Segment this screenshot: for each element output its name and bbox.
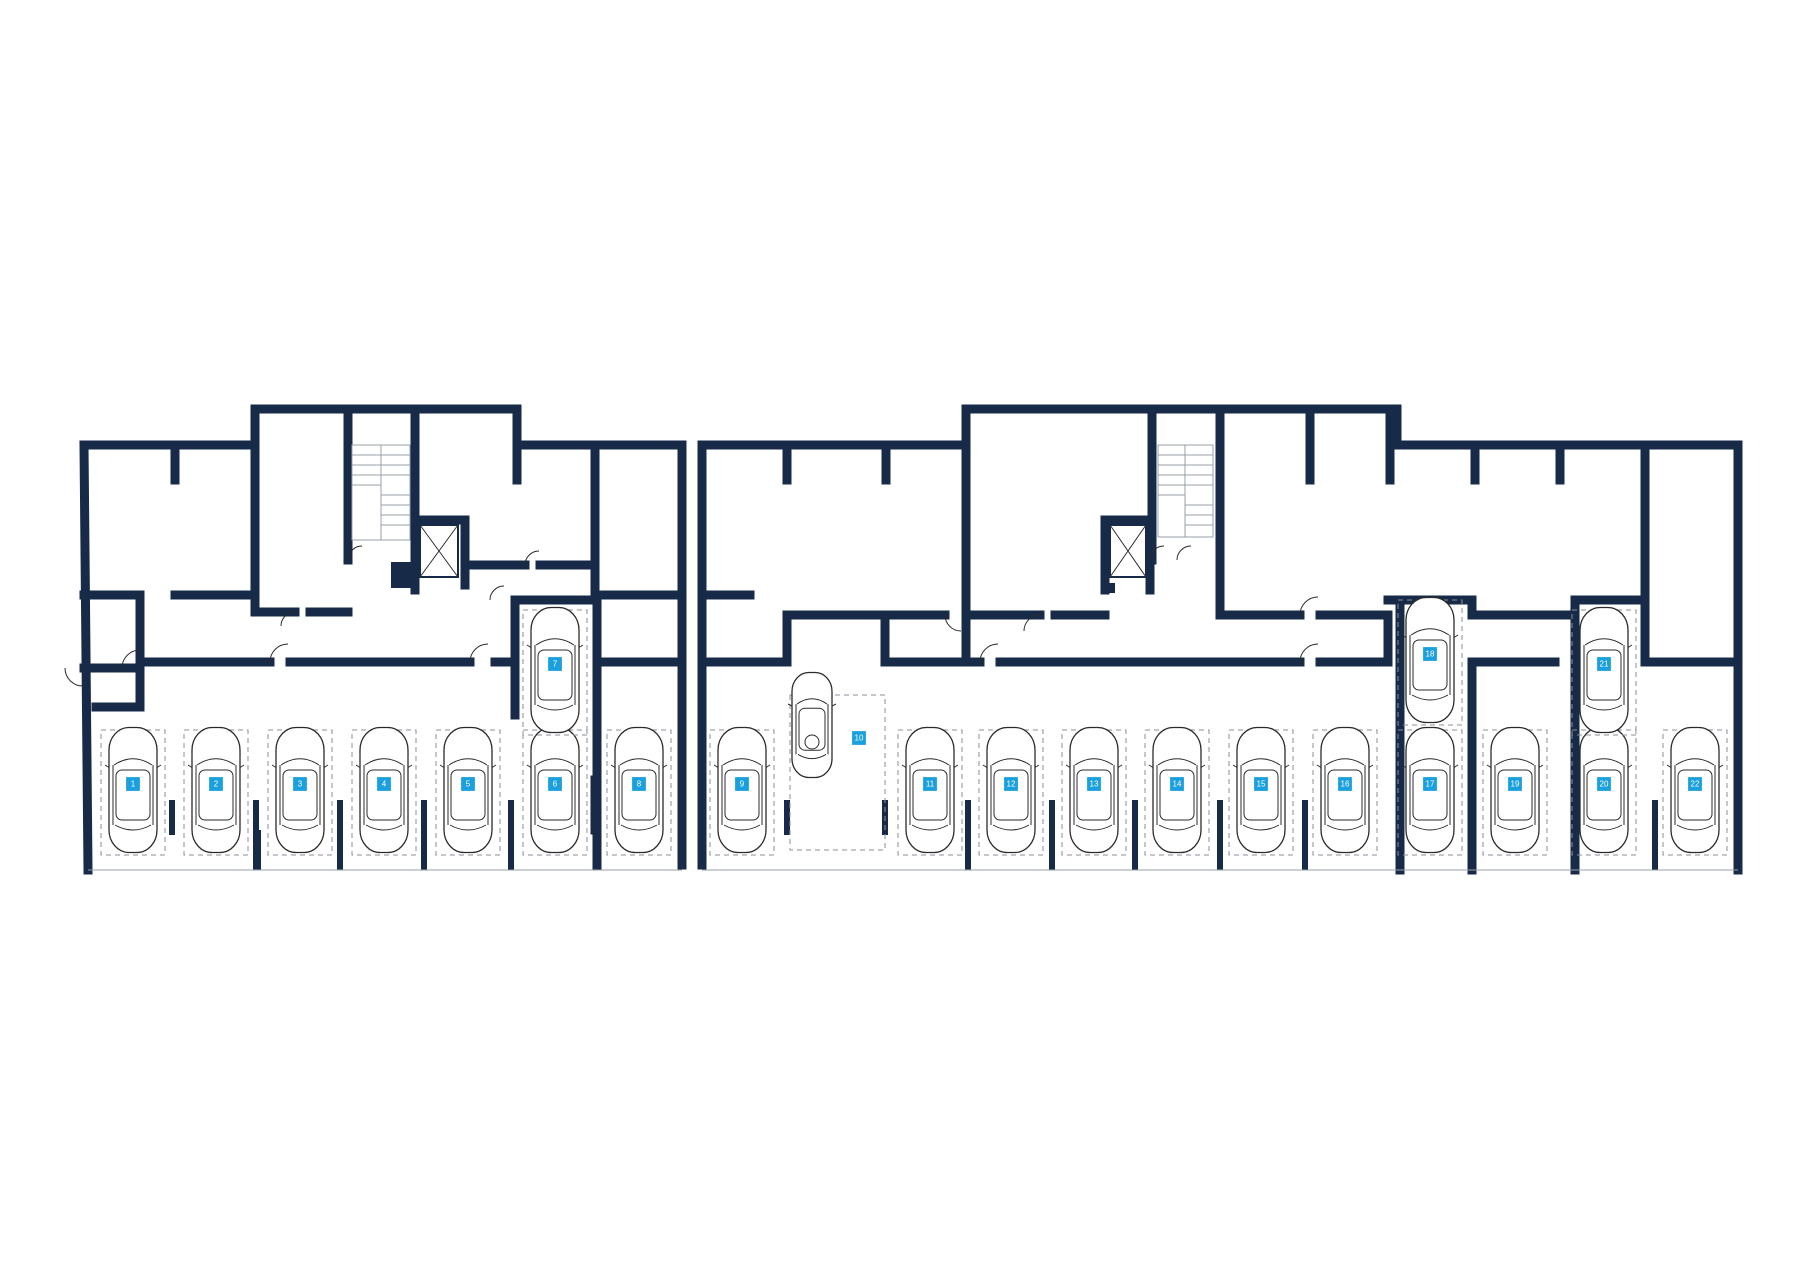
parking-number-label: 14 bbox=[1173, 780, 1182, 789]
elevator-icon bbox=[419, 524, 459, 578]
parking-number-label: 4 bbox=[382, 780, 387, 789]
wheelchair-icon bbox=[804, 734, 820, 750]
parking-number-label: 21 bbox=[1600, 660, 1609, 669]
parking-number-badge: 20 bbox=[1595, 775, 1613, 793]
parking-number-label: 2 bbox=[214, 780, 219, 789]
parking-number-label: 7 bbox=[553, 660, 558, 669]
parking-number-label: 17 bbox=[1426, 780, 1435, 789]
parking-number-badge: 17 bbox=[1421, 775, 1439, 793]
parking-number-label: 13 bbox=[1090, 780, 1099, 789]
parking-space[interactable]: 21 bbox=[1571, 606, 1637, 736]
parking-number-badge: 16 bbox=[1336, 775, 1354, 793]
parking-number-badge: 4 bbox=[375, 775, 393, 793]
parking-space[interactable]: 7 bbox=[522, 606, 588, 736]
parking-number-badge: 3 bbox=[291, 775, 309, 793]
parking-space[interactable]: 3 bbox=[267, 726, 333, 856]
parking-number-badge: 11 bbox=[921, 775, 939, 793]
parking-space[interactable]: 18 bbox=[1397, 596, 1463, 726]
parking-space[interactable]: 6 bbox=[522, 726, 588, 856]
parking-space[interactable]: 14 bbox=[1144, 726, 1210, 856]
parking-space[interactable]: 13 bbox=[1061, 726, 1127, 856]
parking-number-label: 8 bbox=[637, 780, 642, 789]
parking-space[interactable]: 15 bbox=[1228, 726, 1294, 856]
parking-number-label: 15 bbox=[1257, 780, 1266, 789]
car-icon bbox=[787, 671, 837, 779]
parking-number-badge: 14 bbox=[1168, 775, 1186, 793]
parking-number-label: 18 bbox=[1426, 650, 1435, 659]
parking-space[interactable]: 10 bbox=[787, 671, 868, 779]
parking-number-label: 6 bbox=[553, 780, 558, 789]
parking-number-badge: 12 bbox=[1002, 775, 1020, 793]
parking-number-label: 22 bbox=[1691, 780, 1700, 789]
right-exterior-wall bbox=[697, 404, 1743, 875]
parking-number-badge: 15 bbox=[1252, 775, 1270, 793]
parking-space[interactable]: 20 bbox=[1571, 726, 1637, 856]
parking-number-label: 5 bbox=[466, 780, 471, 789]
parking-number-badge: 13 bbox=[1085, 775, 1103, 793]
right-building bbox=[697, 404, 1743, 875]
parking-number-badge: 2 bbox=[207, 775, 225, 793]
parking-space[interactable]: 17 bbox=[1397, 726, 1463, 856]
parking-space[interactable]: 4 bbox=[351, 726, 417, 856]
stair-icon bbox=[351, 444, 411, 541]
parking-number-badge: 8 bbox=[630, 775, 648, 793]
parking-number-badge: 1 bbox=[124, 775, 142, 793]
door-swing-icon bbox=[121, 649, 141, 669]
parking-number-badge: 6 bbox=[546, 775, 564, 793]
parking-space[interactable]: 1 bbox=[100, 726, 166, 856]
parking-number-badge: 7 bbox=[546, 655, 564, 673]
parking-space[interactable]: 19 bbox=[1482, 726, 1548, 856]
left-building bbox=[64, 404, 687, 875]
parking-number-label: 19 bbox=[1511, 780, 1520, 789]
parking-number-label: 3 bbox=[298, 780, 303, 789]
parking-number-badge: 18 bbox=[1421, 645, 1439, 663]
parking-space[interactable]: 22 bbox=[1662, 726, 1728, 856]
parking-number-label: 20 bbox=[1600, 780, 1609, 789]
parking-space[interactable]: 9 bbox=[709, 726, 775, 856]
parking-space[interactable]: 11 bbox=[897, 726, 963, 856]
parking-space[interactable]: 5 bbox=[435, 726, 501, 856]
parking-number-label: 11 bbox=[926, 780, 935, 789]
parking-number-badge: 9 bbox=[733, 775, 751, 793]
parking-space[interactable]: 2 bbox=[183, 726, 249, 856]
parking-number-badge: 21 bbox=[1595, 655, 1613, 673]
parking-number-label: 12 bbox=[1007, 780, 1016, 789]
parking-number-badge: 10 bbox=[850, 729, 868, 747]
parking-number-label: 1 bbox=[131, 780, 136, 789]
parking-number-label: 9 bbox=[740, 780, 745, 789]
parking-space[interactable]: 12 bbox=[978, 726, 1044, 856]
left-exterior-wall bbox=[79, 404, 687, 875]
parking-space[interactable]: 8 bbox=[606, 726, 672, 856]
parking-number-badge: 22 bbox=[1686, 775, 1704, 793]
parking-number-badge: 19 bbox=[1506, 775, 1524, 793]
parking-number-label: 16 bbox=[1341, 780, 1350, 789]
parking-number-label: 10 bbox=[855, 734, 864, 743]
parking-number-badge: 5 bbox=[459, 775, 477, 793]
parking-space[interactable]: 16 bbox=[1312, 726, 1378, 856]
